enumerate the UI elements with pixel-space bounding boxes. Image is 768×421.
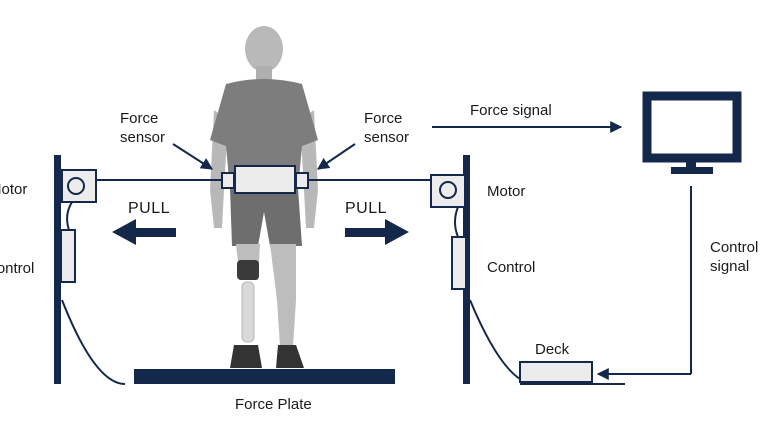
control-signal-label: Control signal (710, 239, 759, 275)
pull-left-arrow (112, 219, 176, 245)
force-plate-label: Force Plate (235, 396, 312, 413)
force-signal-label: Force signal (470, 102, 552, 119)
control-left-label: Control (0, 260, 35, 277)
left-force-sensor (221, 172, 235, 189)
right-motor-icon (439, 181, 457, 199)
deck-box (519, 361, 593, 383)
left-control-box (60, 229, 76, 283)
deck-label: Deck (535, 341, 570, 358)
right-control-box (451, 236, 467, 290)
motor-left-label: Motor (0, 181, 28, 198)
right-motor-box (430, 174, 466, 208)
monitor-icon (642, 91, 742, 174)
shirt (210, 79, 318, 190)
right-force-sensor (295, 172, 309, 189)
left-sensor-pointer (172, 143, 214, 170)
pull-left-label: PULL (128, 200, 171, 217)
neck (256, 66, 272, 82)
left-frame (54, 155, 126, 385)
natural-leg (270, 244, 296, 346)
left-motor-icon (67, 177, 85, 195)
force-plate (134, 369, 395, 384)
person-figure (210, 26, 318, 368)
left-shoe (230, 345, 262, 368)
force-sensor-left-label: Force sensor (120, 110, 166, 146)
waist-belt (234, 165, 296, 194)
pull-right-label: PULL (345, 200, 388, 217)
force-sensor-right-label: Force sensor (364, 110, 410, 146)
left-post (54, 155, 61, 384)
right-shoe (276, 345, 304, 368)
left-motor-cable (66, 201, 73, 231)
motor-right-label: Motor (487, 183, 526, 200)
prosthetic-pylon (241, 281, 255, 343)
control-right-label: Control (487, 259, 536, 276)
right-frame (430, 155, 536, 385)
head (245, 26, 283, 72)
left-floor-cable (61, 299, 126, 385)
prosthetic-socket (237, 260, 259, 280)
right-sensor-pointer (317, 143, 356, 170)
right-motor-cable (454, 206, 459, 238)
shorts (230, 188, 302, 246)
pull-right-arrow (345, 219, 409, 245)
